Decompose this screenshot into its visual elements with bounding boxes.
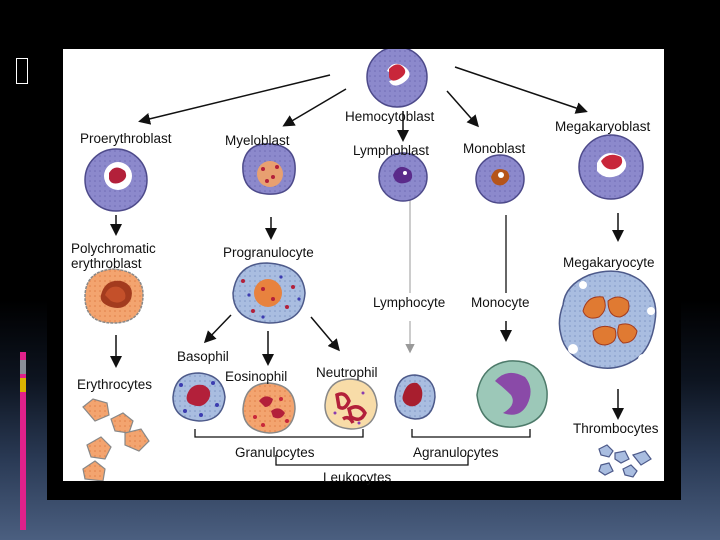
label-polychromatic-line1: Polychromatic bbox=[71, 241, 156, 256]
branch-arrows bbox=[110, 66, 624, 420]
label-hemocytoblast: Hemocytoblast bbox=[345, 109, 435, 124]
arrow-to-basophil bbox=[203, 314, 232, 344]
label-leukocytes: Leukocytes bbox=[323, 470, 392, 485]
label-monocyte: Monocyte bbox=[471, 295, 530, 310]
group-brackets bbox=[194, 429, 531, 466]
label-megakaryocyte: Megakaryocyte bbox=[563, 255, 655, 270]
arrow-to-neutrophil bbox=[310, 316, 340, 352]
label-megakaryoblast: Megakaryoblast bbox=[555, 119, 651, 134]
accent-bar-yellow bbox=[20, 378, 26, 392]
label-granulocytes: Granulocytes bbox=[235, 445, 315, 460]
label-neutrophil: Neutrophil bbox=[316, 365, 378, 380]
label-myeloblast: Myeloblast bbox=[225, 133, 290, 148]
agranulocytes-bracket bbox=[411, 429, 531, 438]
label-monoblast: Monoblast bbox=[463, 141, 526, 156]
neutrophil-cell bbox=[324, 378, 378, 430]
monoblast-cell bbox=[475, 154, 525, 204]
label-lymphoblast: Lymphoblast bbox=[353, 143, 430, 158]
megakaryocyte-cell bbox=[558, 270, 660, 369]
slide-marker bbox=[16, 58, 28, 84]
arrow-to-monoblast bbox=[446, 90, 479, 128]
myeloblast-cell bbox=[242, 143, 296, 195]
arrow-to-myeloblast bbox=[282, 88, 347, 127]
label-agranulocytes: Agranulocytes bbox=[413, 445, 499, 460]
megakaryoblast-cell bbox=[578, 134, 644, 200]
progranulocyte-cell bbox=[232, 262, 306, 324]
arrow-to-proerythroblast bbox=[138, 74, 331, 125]
eosinophil-cell bbox=[242, 382, 296, 434]
lymphocyte-cell bbox=[394, 374, 436, 420]
label-basophil: Basophil bbox=[177, 349, 229, 364]
accent-bar-pink bbox=[20, 352, 26, 530]
granulocytes-bracket bbox=[194, 429, 364, 438]
erythrocytes-cells bbox=[82, 398, 150, 481]
accent-bar-gray bbox=[20, 360, 26, 374]
basophil-cell bbox=[172, 372, 226, 422]
label-progranulocyte: Progranulocyte bbox=[223, 245, 314, 260]
hemocytoblast-cell bbox=[366, 49, 428, 108]
label-polychromatic-line2: erythroblast bbox=[71, 256, 142, 271]
label-thrombocytes: Thrombocytes bbox=[573, 421, 659, 436]
label-erythrocytes: Erythrocytes bbox=[77, 377, 153, 392]
thrombocytes-cells bbox=[598, 444, 652, 478]
lymphoblast-cell bbox=[378, 152, 428, 202]
label-eosinophil: Eosinophil bbox=[225, 369, 288, 384]
hematopoiesis-diagram: Hemocytoblast Proerythroblast Myeloblast… bbox=[60, 46, 667, 485]
label-proerythroblast: Proerythroblast bbox=[80, 131, 172, 146]
polychromatic-erythroblast-cell bbox=[84, 268, 144, 324]
arrow-to-megakaryoblast bbox=[454, 66, 588, 114]
label-lymphocyte: Lymphocyte bbox=[373, 295, 446, 310]
proerythroblast-cell bbox=[84, 148, 148, 212]
leukocytes-bracket bbox=[275, 455, 469, 466]
diagram-canvas bbox=[82, 49, 660, 481]
monocyte-cell bbox=[476, 360, 548, 428]
